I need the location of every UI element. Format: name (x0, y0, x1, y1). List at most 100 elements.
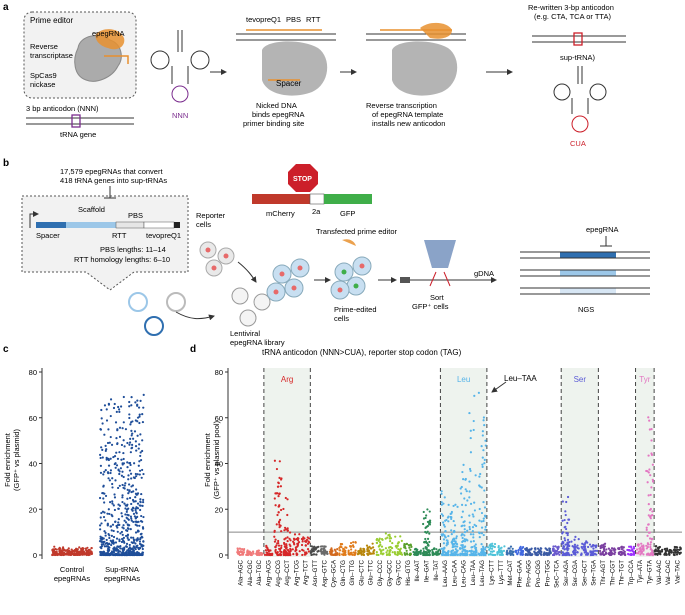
data-point (656, 549, 659, 553)
sup-trna-point (111, 523, 115, 526)
group-label: Ser (574, 375, 587, 384)
prime-edited-line1: Prime-edited (334, 305, 377, 314)
sup-trna-point (117, 405, 120, 409)
reporter-line2: cells (196, 220, 211, 229)
data-point (480, 551, 483, 554)
sup-trna-point (141, 439, 144, 442)
sup-trna-point (134, 520, 137, 523)
sup-trna-point (125, 529, 128, 532)
data-point (468, 490, 471, 493)
data-point (484, 528, 487, 531)
sup-trna-point (124, 504, 127, 507)
data-point (304, 553, 307, 556)
sup-trna-point (126, 503, 129, 506)
data-point (461, 536, 464, 540)
xtick-label: Pro–CGG (535, 560, 542, 587)
data-point (352, 551, 355, 554)
data-point (289, 539, 292, 542)
data-point (637, 543, 640, 546)
sup-trna-point (111, 515, 114, 518)
data-point (286, 539, 289, 543)
plasmid-circles (128, 292, 186, 336)
data-point (589, 550, 592, 553)
data-point (655, 552, 659, 556)
sup-trna-point (123, 546, 126, 549)
data-point (497, 546, 500, 549)
sup-trna-point (134, 472, 137, 476)
data-point (449, 515, 452, 519)
sup-trna-point (138, 421, 141, 425)
data-point (469, 436, 472, 440)
sup-trna-point (135, 449, 138, 452)
data-point (385, 553, 389, 557)
data-point (574, 535, 577, 538)
data-point (670, 550, 673, 553)
sup-trna-point (136, 473, 139, 476)
sup-trna-point (117, 521, 120, 524)
sup-trna-point (121, 537, 124, 541)
data-point (447, 550, 450, 553)
sup-trna-point (104, 494, 108, 498)
data-point (473, 509, 476, 512)
sup-trna-point (131, 509, 134, 512)
panel-c-ytick-label: 0 (33, 551, 37, 560)
data-point (243, 547, 246, 551)
data-point (516, 553, 519, 556)
data-point (565, 552, 568, 555)
sup-trna-point (117, 518, 120, 521)
sup-trna-point (132, 536, 135, 539)
control-point (58, 553, 61, 556)
data-point (482, 548, 485, 551)
data-point (480, 526, 484, 529)
data-point (237, 552, 240, 556)
data-point (548, 551, 551, 554)
sup-trna-point (126, 466, 129, 469)
data-point (341, 553, 344, 556)
data-point (388, 535, 391, 538)
data-point (482, 419, 485, 422)
data-point (241, 553, 244, 556)
data-point (432, 547, 436, 551)
data-point (380, 545, 384, 548)
data-point (539, 547, 542, 550)
sup-trna-point (138, 415, 141, 418)
data-point (493, 553, 496, 557)
sup-trna-point (136, 404, 139, 407)
sup-trna-point (122, 439, 125, 442)
data-point (342, 548, 346, 551)
data-point (455, 549, 459, 553)
data-point (422, 517, 426, 520)
data-point (312, 547, 315, 550)
sup-trna-point (114, 520, 117, 523)
sup-trna-point (120, 512, 123, 515)
sup-trna-point (98, 524, 102, 527)
data-point (613, 549, 616, 552)
data-point (577, 538, 580, 541)
data-point (463, 531, 467, 534)
data-point (277, 494, 280, 498)
data-point (415, 548, 418, 551)
sup-trna-point (126, 517, 129, 520)
sup-trna-point (119, 532, 122, 535)
data-point (461, 540, 464, 543)
sup-trna-point (113, 496, 117, 499)
data-point (268, 552, 271, 556)
data-point (460, 544, 463, 547)
sup-trna-point (110, 543, 113, 547)
sup-trna-point (119, 467, 122, 470)
data-point (510, 550, 514, 553)
xtick-label: Pro–TGG (544, 560, 551, 587)
epegrna-strand (104, 55, 129, 64)
xtick-label: Leu–CAG (461, 560, 468, 587)
control-point (82, 550, 85, 553)
sup-trna-point (141, 520, 144, 523)
data-point (425, 541, 429, 545)
data-point (400, 539, 403, 542)
data-point (468, 411, 471, 415)
data-point (628, 545, 631, 548)
sup-trna-point (111, 539, 115, 542)
sup-trna-point (130, 421, 133, 424)
data-point (466, 529, 469, 532)
data-point (461, 547, 464, 550)
